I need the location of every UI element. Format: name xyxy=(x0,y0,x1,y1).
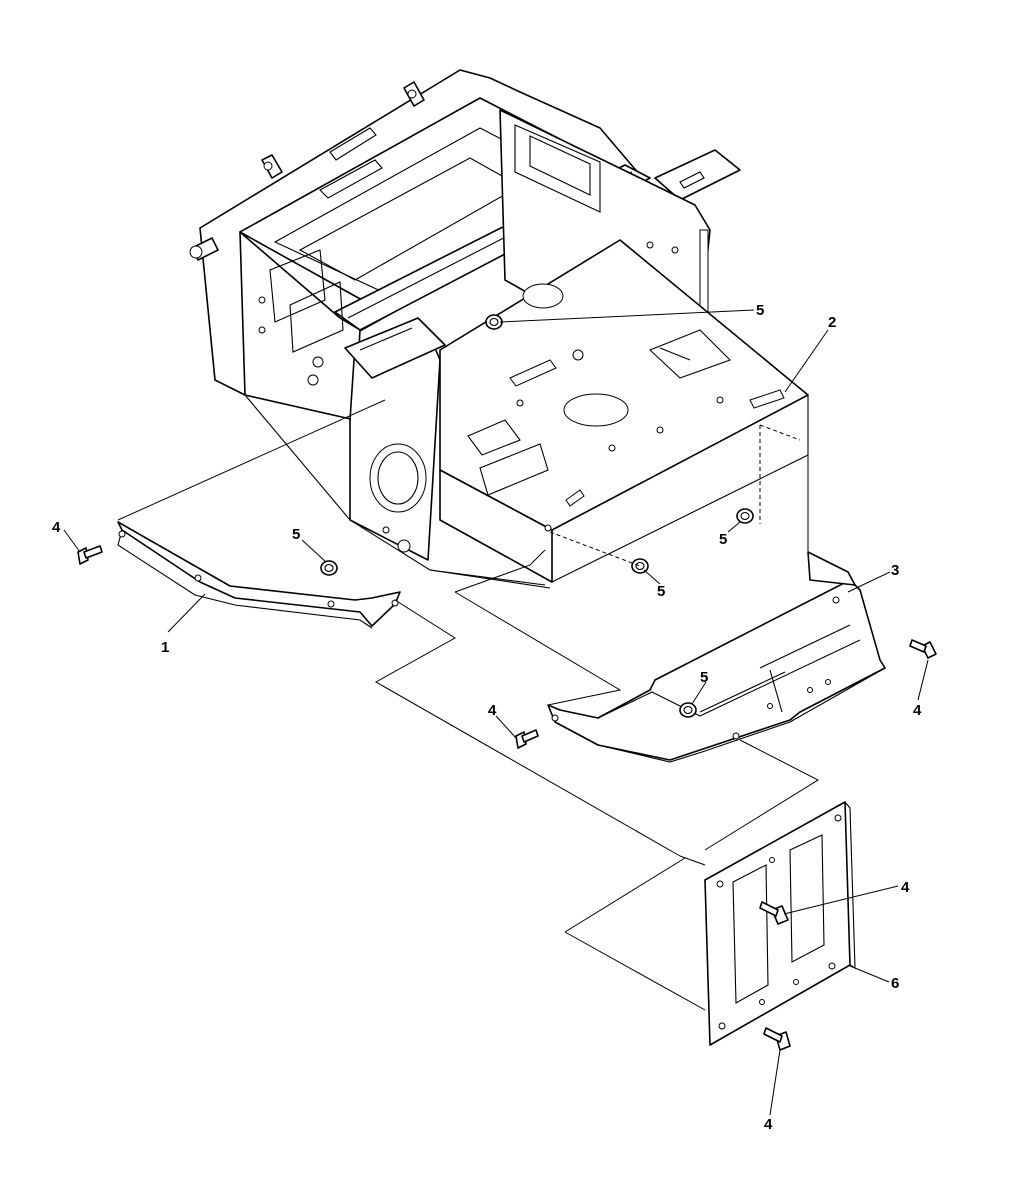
callout-6: 6 xyxy=(891,975,899,992)
bolt-part-4 xyxy=(515,729,539,749)
callout-leaders xyxy=(63,309,929,1116)
callout-labels: 1 2 3 4 4 4 4 4 5 5 5 5 5 6 xyxy=(52,302,922,1133)
callout-5-right: 5 xyxy=(719,531,727,548)
bolt-part-4 xyxy=(909,639,937,659)
callout-1: 1 xyxy=(161,639,169,656)
nut-part-5 xyxy=(320,560,338,576)
callout-5-center: 5 xyxy=(657,583,665,600)
nut-part-5 xyxy=(631,558,649,574)
callout-4-middle: 4 xyxy=(488,702,497,719)
callout-4-bottom: 4 xyxy=(764,1116,773,1133)
callout-5-left: 5 xyxy=(292,526,300,543)
callout-3: 3 xyxy=(891,562,899,579)
bolt-part-4 xyxy=(759,901,789,925)
callout-5-top: 5 xyxy=(756,302,764,319)
nut-part-5 xyxy=(485,314,503,330)
bracket-part-3 xyxy=(547,551,886,763)
nut-part-5 xyxy=(736,508,754,524)
nut-part-5 xyxy=(679,702,697,718)
front-bar-part-1 xyxy=(117,521,401,629)
bolt-part-4 xyxy=(77,545,103,565)
callout-4-left: 4 xyxy=(52,519,61,536)
callout-4-right: 4 xyxy=(913,702,922,719)
assembly-lines xyxy=(117,399,820,1011)
bolt-part-4 xyxy=(763,1027,791,1051)
callout-4-plate: 4 xyxy=(901,879,910,896)
main-frame xyxy=(189,69,809,589)
callout-2: 2 xyxy=(828,314,836,331)
callout-5-bracket: 5 xyxy=(700,669,708,686)
